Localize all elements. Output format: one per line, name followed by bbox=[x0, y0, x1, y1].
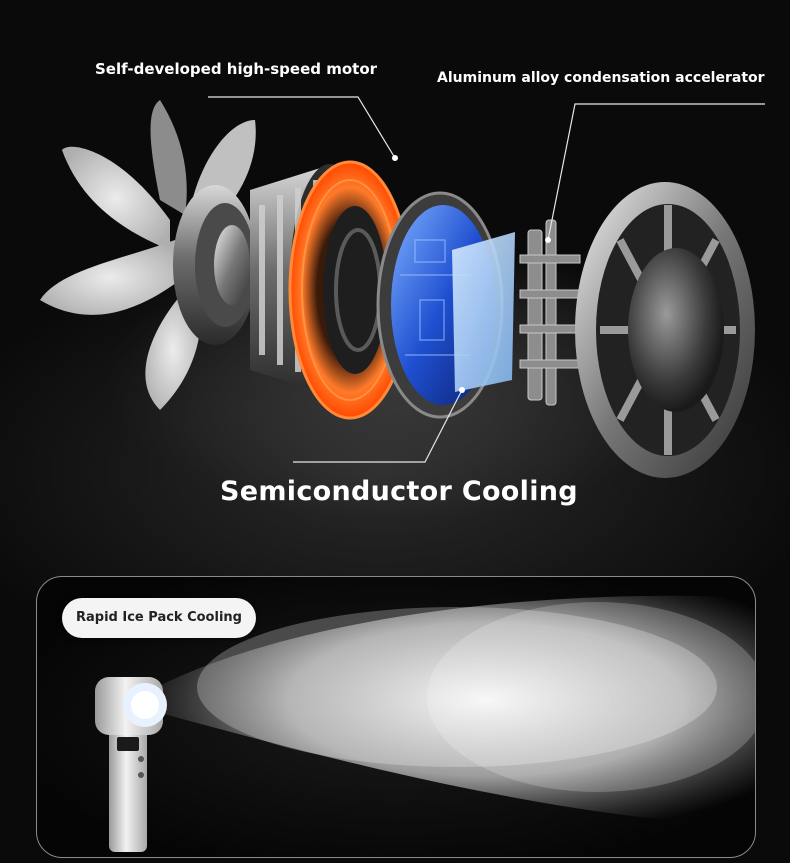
aluminum-callout-dot bbox=[545, 237, 551, 243]
handheld-fan bbox=[95, 677, 167, 852]
exploded-motor-illustration bbox=[40, 96, 765, 478]
motor-callout-line bbox=[208, 96, 396, 159]
semiconductor-callout-line bbox=[293, 389, 463, 463]
aluminum-heatsink bbox=[519, 219, 581, 406]
motor-label: Self-developed high-speed motor bbox=[95, 60, 378, 78]
semiconductor-chip-disc bbox=[376, 191, 515, 419]
aluminum-callout-line bbox=[547, 103, 765, 241]
aluminum-accelerator-label: Aluminum alloy condensation accelerator bbox=[437, 70, 765, 86]
ring-cap bbox=[575, 182, 755, 478]
rapid-ice-pack-badge: Rapid Ice Pack Cooling bbox=[62, 598, 256, 638]
semiconductor-cooling-title: Semiconductor Cooling bbox=[220, 476, 578, 507]
motor-callout-dot bbox=[392, 155, 398, 161]
semiconductor-callout-dot bbox=[459, 387, 465, 393]
cold-mist bbox=[157, 595, 755, 827]
handheld-fan-mist-illustration bbox=[95, 595, 755, 852]
gear-hub bbox=[173, 185, 257, 345]
